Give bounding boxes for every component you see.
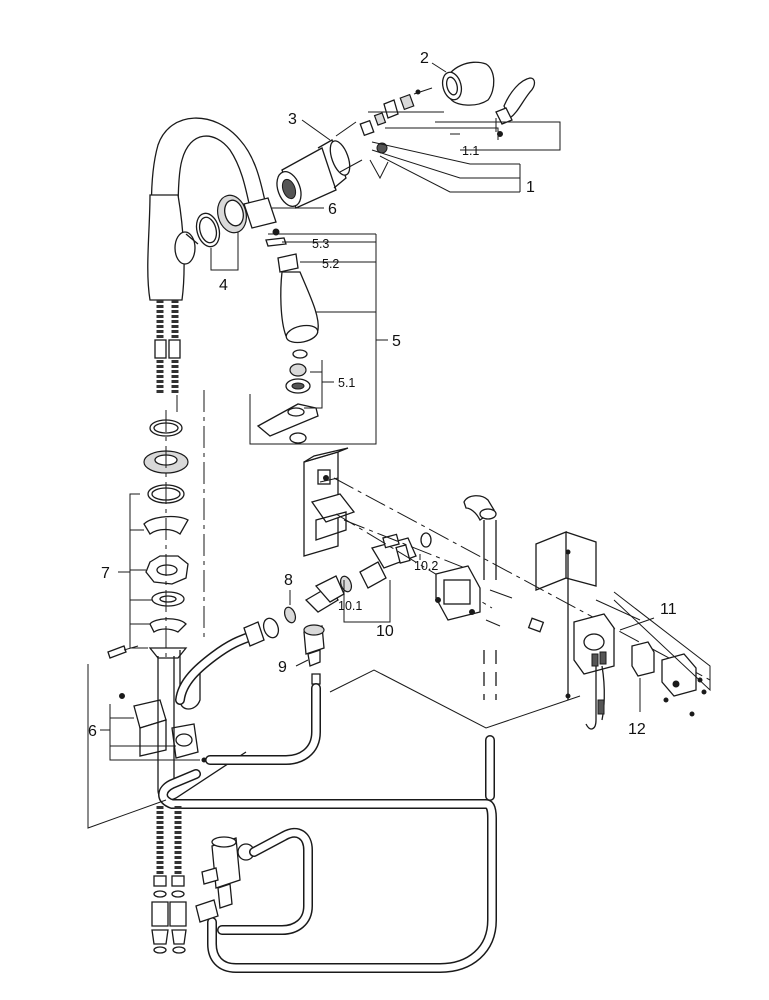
- label-4: 4: [219, 277, 228, 294]
- label-7: 7: [101, 565, 110, 582]
- label-1-1: 1.1: [462, 144, 479, 158]
- label-6-top: 6: [328, 201, 337, 218]
- assembly-box-lines: [595, 591, 711, 692]
- label-5-1: 5.1: [338, 376, 355, 390]
- label-10-1: 10.1: [338, 599, 362, 613]
- angle-valve-hoses: [151, 806, 187, 954]
- label-8: 8: [284, 572, 293, 589]
- part-8-hose-connector: [175, 590, 297, 705]
- label-5-3: 5.3: [312, 237, 329, 251]
- center-axis-lines: [165, 390, 205, 660]
- label-12: 12: [628, 721, 646, 738]
- label-5-2: 5.2: [322, 257, 339, 271]
- bottom-loop-hose: [217, 827, 313, 935]
- t-valve-mixer: [195, 836, 255, 923]
- label-1: 1: [526, 179, 535, 196]
- label-2: 2: [420, 50, 429, 67]
- part-2-handle-cap: [441, 61, 495, 106]
- part-6-bracket: [119, 693, 207, 763]
- pipe-dashes: [483, 650, 497, 700]
- label-10-2: 10.2: [414, 559, 438, 573]
- faucet-stem-pipes: [157, 650, 247, 801]
- wall-mounting-plate: [303, 447, 356, 557]
- leader-lines-part-5: [249, 233, 388, 445]
- main-water-hose: [158, 683, 497, 973]
- sensor-window: [535, 531, 597, 591]
- faucet-supply-hoses: [154, 300, 181, 412]
- label-10: 10: [376, 623, 394, 640]
- faucet-body: [147, 194, 199, 301]
- part-5-spray-head: [256, 228, 319, 444]
- part-4-ring-and-nut: [195, 194, 247, 271]
- leader-lines-part-10: [343, 554, 421, 623]
- label-3: 3: [288, 111, 297, 128]
- leader-lines-part-7: [118, 493, 152, 649]
- part-11-battery-housing: [565, 549, 615, 730]
- part-9-quick-connector: [295, 624, 325, 685]
- label-9: 9: [278, 659, 287, 676]
- leader-lines-part-6: [100, 704, 200, 761]
- label-5: 5: [392, 333, 401, 350]
- part-1-adapter-parts: [359, 87, 433, 154]
- part-1-1-lever-handle: [495, 77, 536, 137]
- leader-lines-part-1: [368, 111, 561, 193]
- part-10-valve-unit: [304, 495, 497, 613]
- sensor-cable: [87, 645, 581, 829]
- label-6-mid: 6: [88, 723, 97, 740]
- part-12-battery: [631, 641, 707, 717]
- part-7-mounting-stack: [143, 419, 189, 659]
- label-11: 11: [660, 601, 677, 618]
- part-3-cartridge: [276, 121, 363, 209]
- control-box: [435, 565, 545, 633]
- dash-dot-axis: [333, 477, 711, 681]
